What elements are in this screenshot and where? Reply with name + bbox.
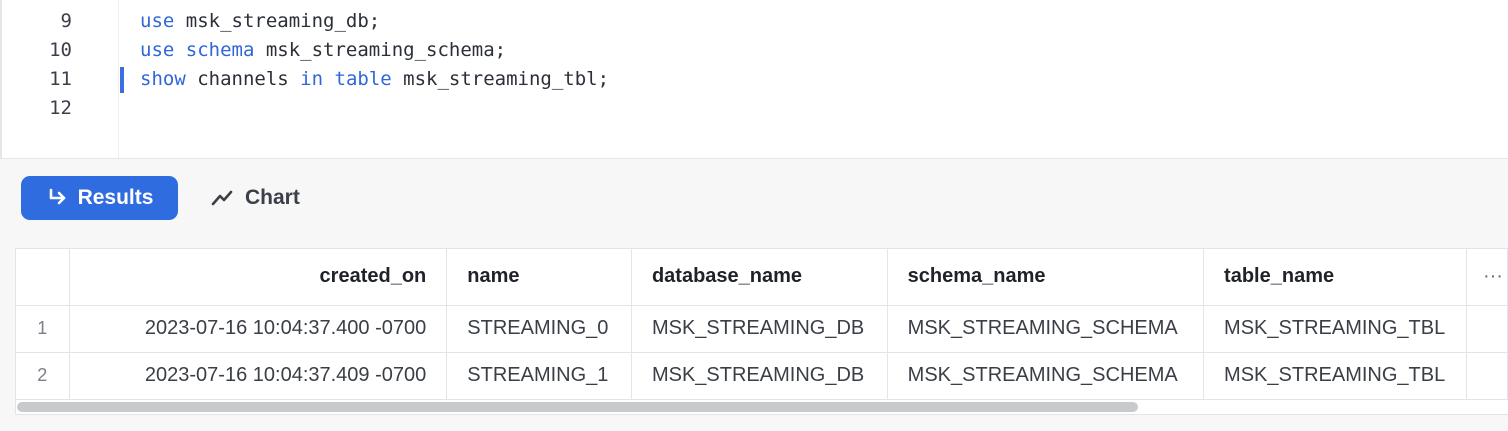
- horizontal-scrollbar[interactable]: [17, 402, 1138, 412]
- cell-table-name[interactable]: MSK_STREAMING_TBL: [1203, 352, 1467, 400]
- code-token: msk_streaming_tbl;: [391, 68, 610, 90]
- keyword: use: [140, 39, 175, 61]
- results-label: Results: [77, 186, 154, 209]
- column-header-name[interactable]: name: [446, 249, 632, 306]
- code-token: msk_streaming_schema;: [254, 39, 507, 61]
- results-panel: Results Chart created_on name database_n…: [0, 158, 1508, 431]
- column-header-table-name[interactable]: table_name: [1203, 249, 1467, 306]
- code-token: [323, 68, 334, 90]
- table-header-row: created_on name database_name schema_nam…: [16, 249, 1508, 306]
- code-token: channels: [185, 68, 301, 90]
- column-header-schema-name[interactable]: schema_name: [887, 249, 1205, 306]
- row-index: 1: [16, 305, 70, 353]
- cell-schema-name[interactable]: MSK_STREAMING_SCHEMA: [887, 305, 1205, 353]
- code-line-11[interactable]: 11 show channels in table msk_streaming_…: [2, 65, 1508, 94]
- sql-editor[interactable]: 9 use msk_streaming_db; 10 use schema ms…: [0, 0, 1508, 158]
- cell-database-name[interactable]: MSK_STREAMING_DB: [631, 305, 888, 353]
- cell-name[interactable]: STREAMING_0: [446, 305, 632, 353]
- return-arrow-icon: [46, 187, 68, 209]
- row-index: 2: [16, 352, 70, 400]
- cell-overflow: [1466, 305, 1508, 353]
- keyword: schema: [185, 39, 255, 61]
- code-line-10[interactable]: 10 use schema msk_streaming_schema;: [2, 36, 1508, 65]
- line-chart-icon: [211, 187, 233, 209]
- chart-label: Chart: [245, 186, 300, 209]
- cell-database-name[interactable]: MSK_STREAMING_DB: [631, 352, 888, 400]
- column-header-created-on[interactable]: created_on: [69, 249, 448, 306]
- column-header-database-name[interactable]: database_name: [631, 249, 888, 306]
- keyword: show: [140, 68, 186, 90]
- cell-created-on[interactable]: 2023-07-16 10:04:37.400 -0700: [69, 305, 448, 353]
- cell-overflow: [1466, 352, 1508, 400]
- results-table: created_on name database_name schema_nam…: [15, 248, 1508, 415]
- cell-name[interactable]: STREAMING_1: [446, 352, 632, 400]
- cell-schema-name[interactable]: MSK_STREAMING_SCHEMA: [887, 352, 1205, 400]
- active-line-marker: [120, 67, 124, 93]
- cell-table-name[interactable]: MSK_STREAMING_TBL: [1203, 305, 1467, 353]
- code-line-9[interactable]: 9 use msk_streaming_db;: [2, 7, 1508, 36]
- code-text[interactable]: show channels in table msk_streaming_tbl…: [140, 65, 609, 94]
- keyword: table: [334, 68, 392, 90]
- line-number: 11: [49, 68, 72, 90]
- line-number: 12: [49, 97, 72, 119]
- line-number: 10: [49, 39, 72, 61]
- code-text[interactable]: use schema msk_streaming_schema;: [140, 36, 506, 65]
- cell-created-on[interactable]: 2023-07-16 10:04:37.409 -0700: [69, 352, 448, 400]
- keyword: in: [300, 68, 324, 90]
- table-row[interactable]: 1 2023-07-16 10:04:37.400 -0700 STREAMIN…: [16, 305, 1508, 353]
- line-number: 9: [60, 10, 72, 32]
- code-text[interactable]: use msk_streaming_db;: [140, 7, 380, 36]
- more-columns-indicator[interactable]: ···: [1466, 249, 1508, 306]
- code-token: msk_streaming_db;: [174, 10, 381, 32]
- results-tab-button[interactable]: Results: [21, 176, 178, 220]
- table-row[interactable]: 2 2023-07-16 10:04:37.409 -0700 STREAMIN…: [16, 352, 1508, 400]
- keyword: use: [140, 10, 175, 32]
- gutter-divider: [118, 0, 119, 158]
- code-line-12[interactable]: 12: [2, 94, 1508, 123]
- code-token: [174, 39, 185, 61]
- row-index-header: [16, 249, 70, 306]
- chart-tab-button[interactable]: Chart: [205, 176, 325, 220]
